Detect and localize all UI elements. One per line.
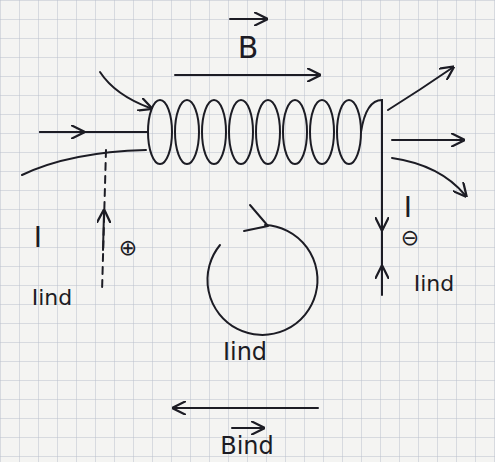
field-label: Bind bbox=[220, 434, 274, 458]
field-label: B bbox=[238, 33, 259, 63]
current-label: Iind bbox=[414, 273, 455, 295]
current-label: I bbox=[404, 194, 412, 222]
polarity-sign: ⊖ bbox=[401, 227, 419, 249]
current-label: I bbox=[34, 224, 42, 252]
coil bbox=[148, 100, 382, 295]
current-label: Iind bbox=[32, 287, 73, 309]
current-label: Iind bbox=[223, 340, 267, 364]
polarity-sign: ⊕ bbox=[119, 237, 137, 259]
